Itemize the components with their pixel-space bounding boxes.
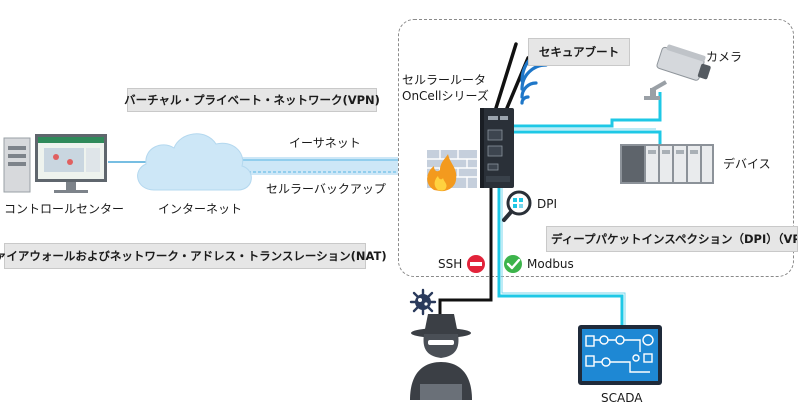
device-link [514, 130, 662, 147]
device-label: デバイス [723, 157, 771, 171]
modbus-label: Modbus [527, 257, 574, 271]
security-camera-icon [644, 44, 711, 100]
ethernet-link [238, 157, 398, 175]
dpi-vpn-box: ディープパケットインスペクション（DPI）（VPN [546, 226, 798, 252]
camera-link [514, 92, 662, 128]
antenna-left [494, 42, 518, 110]
ssh-label: SSH [438, 257, 463, 271]
dpi-label: DPI [537, 197, 558, 211]
modbus-link [497, 186, 624, 325]
check-icon [504, 255, 522, 273]
desktop-pc-icon [3, 134, 107, 193]
router-label-line1: セルラールータ [402, 73, 487, 87]
nat-box: ファイアウォールおよびネットワーク・アドレス・トランスレーション(NAT) [0, 243, 387, 269]
hacker-icon [410, 314, 472, 400]
vpn-box: バーチャル・プライベート・ネットワーク(VPN) [124, 88, 380, 112]
cellular-backup-label: セルラーバックアップ [266, 182, 386, 196]
router-label-line2: OnCellシリーズ [402, 89, 489, 103]
virus-icon [409, 288, 437, 316]
ethernet-label: イーサネット [289, 136, 361, 150]
internet-label: インターネット [158, 202, 243, 216]
io-device-icon [620, 144, 714, 184]
security-boundary [398, 19, 794, 277]
scada-label: SCADA [601, 391, 643, 405]
secure-boot-box: セキュアブート [528, 38, 630, 66]
scada-screen-icon [578, 325, 662, 385]
firewall-icon [427, 150, 477, 192]
cloud-icon [137, 133, 252, 191]
control-center-label: コントロールセンター [4, 202, 125, 216]
blocked-icon [467, 255, 485, 273]
magnifier-icon [502, 190, 532, 222]
cellular-router-icon [480, 108, 514, 188]
camera-label: カメラ [706, 50, 743, 64]
ssh-link [438, 186, 493, 318]
